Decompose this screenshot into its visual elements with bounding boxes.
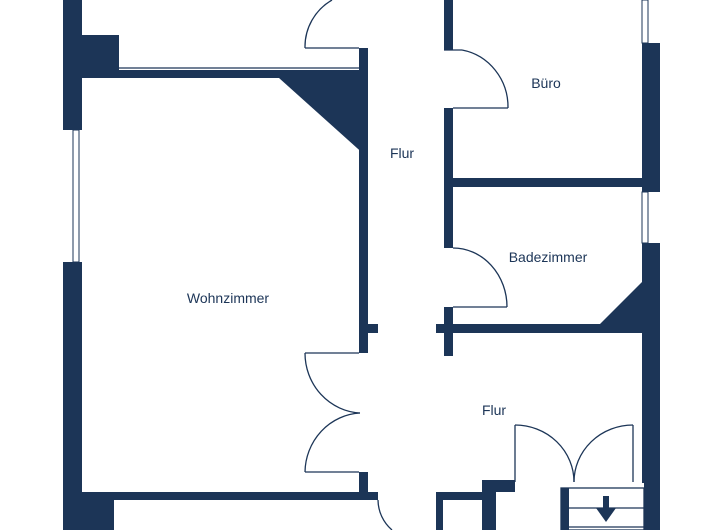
door-bottom[interactable]: [377, 499, 393, 530]
bottom-stub: [436, 500, 443, 530]
label-flur-lower: Flur: [482, 402, 506, 418]
wohnzimmer-top-wall: [82, 70, 367, 78]
windows: [72, 0, 649, 263]
label-wohnzimmer: Wohnzimmer: [187, 290, 270, 306]
flur-left-stub: [359, 324, 378, 333]
label-badezimmer: Badezimmer: [509, 249, 588, 265]
bottom-wall-right: [436, 492, 482, 500]
label-flur-upper: Flur: [390, 145, 414, 161]
left-outer-wall-bottom: [63, 262, 82, 530]
bad-corner-shaft: [600, 282, 642, 324]
stair-wall-left: [482, 480, 496, 530]
staircase: [560, 487, 645, 530]
label-buero: Büro: [531, 75, 561, 91]
bad-flur-wall: [436, 324, 642, 333]
flur-left-wall: [359, 48, 368, 353]
bad-flur-stub: [444, 307, 453, 356]
window-buero: [641, 0, 649, 44]
flur-right-wall-top: [444, 0, 453, 50]
left-outer-wall-top: [63, 0, 82, 130]
chimney-block: [82, 35, 119, 70]
door-stair-double[interactable]: [514, 424, 634, 483]
door-buero[interactable]: [444, 49, 509, 109]
arrow-down-icon: [596, 496, 616, 522]
room-labels: Büro Flur Badezimmer Wohnzimmer Flur: [187, 75, 588, 418]
door-badezimmer[interactable]: [452, 247, 508, 308]
right-outer-wall-top: [642, 43, 660, 192]
walls: [63, 0, 660, 530]
door-wohnzimmer-double[interactable]: [304, 352, 361, 473]
bottom-left-block: [63, 492, 114, 530]
wohnzimmer-bottom-wall: [82, 492, 378, 500]
window-wohnzimmer: [72, 129, 80, 263]
door-top-left[interactable]: [304, 0, 359, 49]
wohnzimmer-right-wall-bottom: [359, 472, 368, 493]
right-outer-wall-end: [644, 483, 660, 530]
doors: [304, 0, 634, 530]
wohnzimmer-corner-shaft: [279, 78, 367, 157]
buero-bad-divider: [453, 178, 660, 187]
window-bad: [641, 191, 649, 244]
right-outer-wall-bottom: [642, 243, 660, 483]
flur-right-wall-mid: [444, 108, 453, 248]
